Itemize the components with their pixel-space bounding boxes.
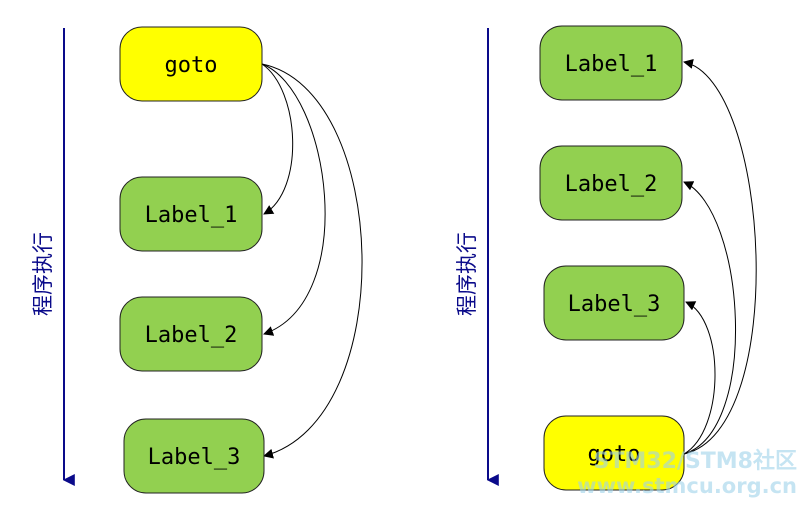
right-label-1-text: Label_1 [565,52,658,77]
right-edge-goto-to-label-2 [683,181,736,455]
left-label-2-text: Label_2 [145,323,238,348]
watermark: STM32/STM8社区 www.stmcu.org.cn [577,448,797,498]
right-label-3-text: Label_3 [568,292,661,317]
left-edge-goto-to-label-2 [261,63,326,336]
right-goto-node: goto [543,415,685,491]
left-goto-label: goto [165,53,218,78]
right-axis-label: 程序执行 [455,232,479,316]
watermark-line-1: STM32/STM8社区 [594,448,797,474]
left-panel: 程序执行 goto Label_1 Label_2 Label_3 [31,26,363,494]
right-label-2-node: Label_2 [539,145,683,221]
right-label-2-text: Label_2 [565,172,658,197]
left-label-1-node: Label_1 [119,176,263,252]
watermark-line-2: www.stmcu.org.cn [577,474,797,498]
left-label-3-text: Label_3 [148,445,241,470]
left-edge-goto-to-label-3 [261,63,363,459]
right-goto-label: goto [588,442,641,467]
left-axis-label: 程序执行 [31,232,55,316]
right-edge-goto-to-label-3 [683,301,716,455]
left-label-3-node: Label_3 [123,418,265,494]
left-label-1-text: Label_1 [145,203,238,228]
right-panel: 程序执行 Label_1 Label_2 Label_3 goto [455,25,757,491]
left-label-2-node: Label_2 [119,296,263,372]
right-edge-goto-to-label-1 [683,58,757,455]
right-label-1-node: Label_1 [539,25,683,101]
left-goto-node: goto [119,26,263,102]
right-label-3-node: Label_3 [543,265,685,341]
left-edge-goto-to-label-1 [261,63,294,215]
